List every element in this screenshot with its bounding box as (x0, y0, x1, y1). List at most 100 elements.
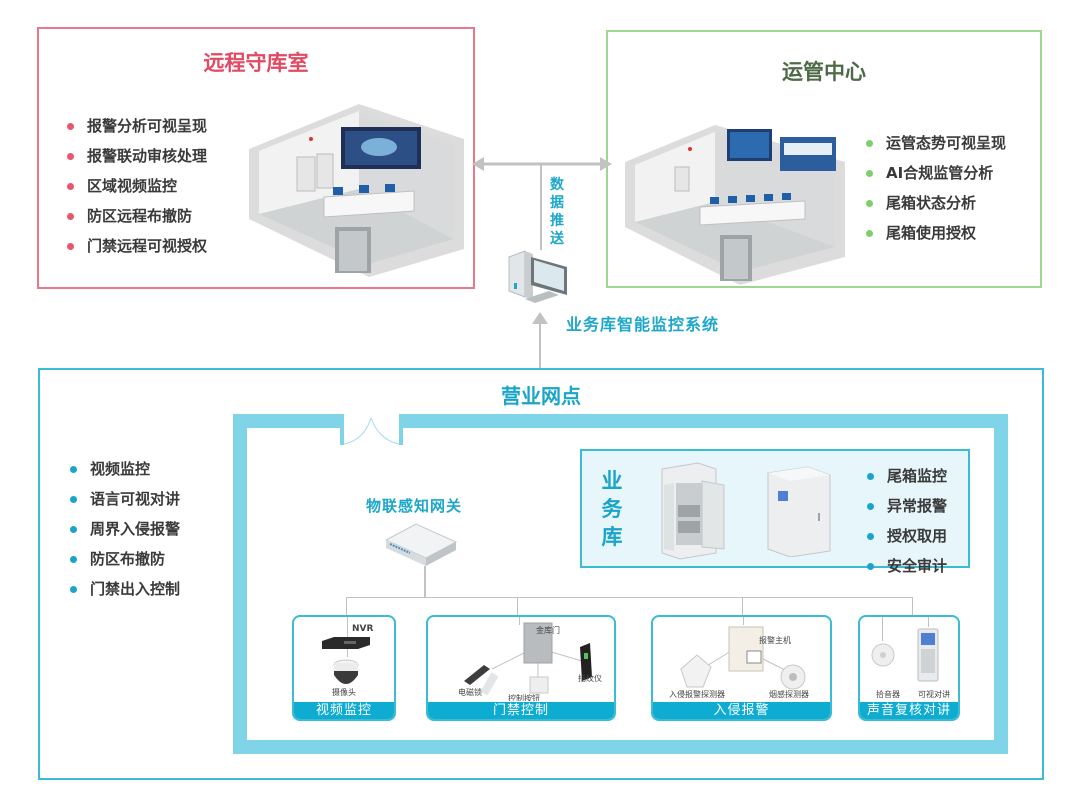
device-group-title: 视频监控 (294, 701, 394, 719)
list-item: 尾箱监控 (867, 461, 947, 491)
list-item: 防区布撤防 (70, 544, 180, 574)
monitoring-room-illustration (239, 99, 469, 279)
nvr-camera-icon (322, 637, 370, 684)
open-safe-icon (661, 462, 725, 560)
vault-door-label: 金库门 (536, 626, 560, 635)
bullet-icon (867, 472, 874, 480)
list-item: 周界入侵报警 (70, 514, 180, 544)
intrusion-detector-label: 入侵报警探测器 (669, 690, 725, 699)
gateway-label: 物联感知网关 (366, 497, 463, 515)
list-item: 运管态势可视呈现 (866, 128, 1006, 158)
computer-icon (508, 250, 567, 303)
device-group-title: 门禁控制 (428, 701, 614, 719)
list-item: 门禁远程可视授权 (67, 231, 207, 261)
bullet-icon (866, 199, 873, 207)
remote-room-panel: 远程守库室 报警分析可视呈现 报警联动审核处理 区域视频监控 防区远程布撤防 门… (37, 27, 475, 289)
device-group-title: 入侵报警 (653, 701, 830, 719)
bus-drop-line (517, 597, 518, 617)
list-item: 报警分析可视呈现 (67, 111, 207, 141)
bullet-icon (867, 532, 874, 540)
audio-intercom-icon (871, 628, 939, 682)
device-group-video: NVR 摄像头 视频监控 (292, 615, 396, 721)
bullet-icon (70, 555, 77, 563)
door-jamb-right (399, 414, 403, 445)
bullet-icon (67, 242, 74, 250)
building-wall-top-right (403, 414, 1008, 428)
bullet-icon (70, 465, 77, 473)
data-push-label: 数 据 推 送 (550, 177, 564, 247)
building-wall-bottom (233, 740, 1008, 754)
smoke-detector-label: 烟感探测器 (769, 690, 809, 699)
list-item: 防区远程布撤防 (67, 201, 207, 231)
bus-drop-line (912, 597, 913, 617)
list-item: 异常报警 (867, 491, 947, 521)
list-item: AI合规监管分析 (866, 158, 1006, 188)
door-jamb-left (340, 414, 344, 445)
device-group-audio: 拾音器 可视对讲 声音复核对讲 (858, 615, 960, 721)
branch-feature-list: 视频监控 语言可视对讲 周界入侵报警 防区布撤防 门禁出入控制 (70, 454, 180, 604)
vault-feature-list: 尾箱监控 异常报警 授权取用 安全审计 (867, 461, 947, 581)
arrow-left-icon (472, 157, 484, 171)
bullet-icon (67, 212, 74, 220)
door-icon (343, 417, 400, 445)
list-item: 门禁出入控制 (70, 574, 180, 604)
building-wall-right (994, 414, 1008, 754)
bullet-icon (70, 495, 77, 503)
list-item: 尾箱状态分析 (866, 188, 1006, 218)
bullet-icon (867, 502, 874, 510)
device-link-line (519, 617, 520, 625)
device-group-access: 金库门 电磁锁 控制按钮 指纹仪 门禁控制 (426, 615, 616, 721)
bullet-icon (866, 229, 873, 237)
iot-gateway-icon (384, 523, 458, 566)
intrusion-devices-icon (680, 626, 806, 690)
vault-title: 业 务 库 (601, 469, 623, 549)
bullet-icon (67, 122, 74, 130)
list-item: 区域视频监控 (67, 171, 207, 201)
list-item: 授权取用 (867, 521, 947, 551)
camera-label: 摄像头 (332, 688, 356, 697)
arrow-right-icon (600, 157, 612, 171)
bullet-icon (866, 139, 873, 147)
bullet-icon (70, 525, 77, 533)
device-link-line (743, 617, 744, 625)
list-item: 语言可视对讲 (70, 484, 180, 514)
branch-title: 营业网点 (501, 384, 581, 408)
device-link-line (882, 617, 883, 641)
bus-drop-line (742, 597, 743, 617)
business-vault-box: 业 务 库 尾箱监控 异常报警 授权取用 安全审计 (580, 449, 970, 575)
access-control-devices-icon (464, 622, 592, 696)
bullet-icon (866, 169, 873, 177)
bullet-icon (867, 562, 874, 570)
list-item: 尾箱使用授权 (866, 218, 1006, 248)
video-intercom-label: 可视对讲 (918, 690, 950, 699)
building-wall-left (233, 414, 247, 754)
fingerprint-reader-label: 指纹仪 (578, 674, 602, 683)
device-bus-line (346, 597, 913, 598)
control-button-label: 控制按钮 (508, 694, 540, 703)
nvr-label: NVR (352, 624, 374, 634)
remote-room-title: 远程守库室 (203, 51, 309, 75)
ops-center-feature-list: 运管态势可视呈现 AI合规监管分析 尾箱状态分析 尾箱使用授权 (866, 128, 1006, 248)
bullet-icon (70, 585, 77, 593)
bullet-icon (67, 152, 74, 160)
device-group-title: 声音复核对讲 (860, 701, 958, 719)
closed-safe-icon (767, 466, 831, 557)
list-item: 视频监控 (70, 454, 180, 484)
bus-drop-line (346, 597, 347, 617)
device-group-intrusion: 报警主机 入侵报警探测器 烟感探测器 入侵报警 (651, 615, 832, 721)
microphone-label: 拾音器 (876, 690, 900, 699)
list-item: 安全审计 (867, 551, 947, 581)
arrow-up-icon (532, 312, 548, 324)
branch-panel: 营业网点 视频监控 语言可视对讲 周界入侵报警 防区布撤防 门禁出入控制 (38, 368, 1044, 780)
list-item: 报警联动审核处理 (67, 141, 207, 171)
system-label: 业务库智能监控系统 (566, 315, 720, 334)
gateway-uplink-line (424, 566, 426, 598)
device-link-line (928, 617, 929, 627)
ops-room-illustration (620, 107, 850, 287)
connector-arrows (472, 157, 612, 368)
building-wall-top-left (233, 414, 340, 428)
magnetic-lock-label: 电磁锁 (458, 688, 482, 697)
alarm-host-label: 报警主机 (759, 636, 791, 645)
remote-room-feature-list: 报警分析可视呈现 报警联动审核处理 区域视频监控 防区远程布撤防 门禁远程可视授… (67, 111, 207, 261)
ops-center-panel: 运管中心 运管态势可视呈现 AI合规监管分析 尾箱状态分析 尾箱 (606, 30, 1042, 288)
